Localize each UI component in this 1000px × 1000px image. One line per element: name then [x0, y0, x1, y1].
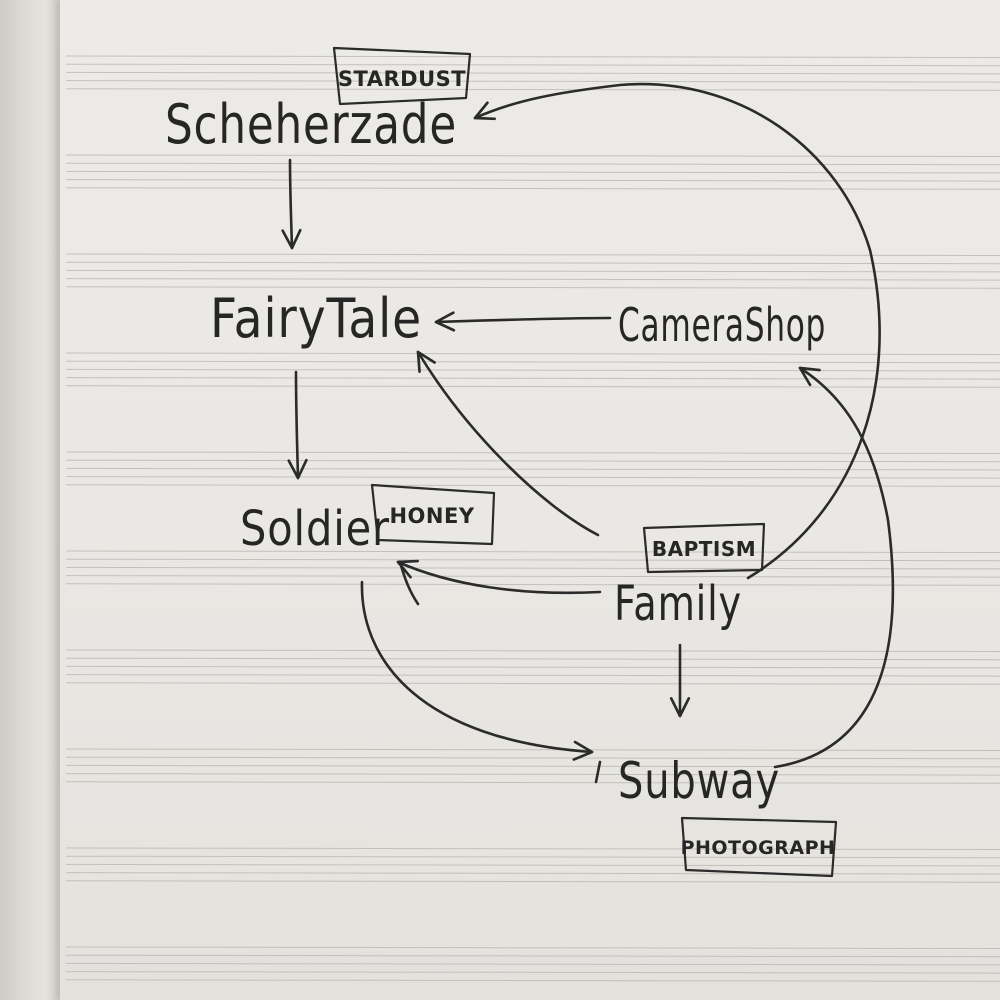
staff-line: [65, 583, 1000, 586]
staff-line: [65, 261, 1000, 265]
tag-box-scheherzade: [332, 46, 472, 106]
staff-line: [65, 170, 1000, 174]
staff-line: [65, 665, 1000, 669]
staff-line: [65, 80, 1000, 83]
edge-subway-to-camera-shop: [773, 366, 895, 769]
staff-line: [65, 467, 1000, 471]
edge-family-to-fairytale: [416, 350, 600, 537]
staff-line: [65, 360, 1000, 364]
tag-label-scheherzade: STARDUST: [338, 67, 466, 91]
staff-line: [65, 855, 1000, 859]
staff-line: [65, 558, 1000, 562]
tag-label-soldier: HONEY: [389, 504, 474, 528]
edge-family-to-scheherzade: [473, 82, 881, 580]
staff-line: [65, 459, 1000, 463]
staff-line: [65, 781, 1000, 784]
staff-line: [65, 385, 1000, 388]
node-label-soldier: Soldier: [240, 501, 390, 557]
staff-line: [65, 88, 1000, 91]
tag-label-family: BAPTISM: [652, 537, 756, 561]
staff-line: [65, 566, 1000, 570]
staff-line: [65, 550, 1000, 553]
staff-line: [65, 946, 1000, 949]
node-label-camera-shop: CameraShop: [618, 298, 826, 352]
node-label-subway: Subway: [618, 752, 780, 810]
staff-line: [65, 847, 1000, 850]
staff-line: [65, 674, 1000, 677]
node-label-scheherzade: Scheherzade: [165, 93, 457, 156]
staff-line: [65, 971, 1000, 974]
staff-line: [65, 863, 1000, 867]
staff-line: [65, 377, 1000, 380]
edge-soldier-tick: [398, 560, 420, 606]
edge-camera-shop-to-fairytale: [434, 311, 612, 332]
tag-box-soldier: [370, 483, 496, 546]
node-label-family: Family: [614, 576, 742, 632]
edge-fairytale-to-soldier: [287, 370, 308, 480]
staff-line: [65, 764, 1000, 768]
staff-line: [65, 278, 1000, 281]
staff-line: [65, 162, 1000, 166]
edge-soldier-to-subway: [360, 580, 594, 761]
edge-subway-tick: [594, 760, 602, 784]
staff-line: [65, 71, 1000, 75]
staff-line: [65, 63, 1000, 67]
staff-line: [65, 187, 1000, 190]
tag-box-subway: [680, 816, 838, 878]
staff-line: [65, 269, 1000, 273]
staff-line: [65, 756, 1000, 760]
staff-line: [65, 55, 1000, 58]
staff-line: [65, 253, 1000, 256]
staff-line: [65, 649, 1000, 652]
staff-line: [65, 748, 1000, 751]
edge-family-to-soldier: [396, 559, 602, 595]
notebook-page: [60, 0, 1000, 1000]
staff-line: [65, 286, 1000, 289]
staff-line: [65, 954, 1000, 958]
staff-line: [65, 368, 1000, 372]
staff-line: [65, 352, 1000, 355]
edge-scheherzade-to-fairytale: [281, 158, 302, 250]
staff-line: [65, 484, 1000, 487]
staff-line: [65, 872, 1000, 875]
staff-line: [65, 179, 1000, 182]
staff-line: [65, 575, 1000, 578]
staff-line: [65, 962, 1000, 966]
staff-line: [65, 657, 1000, 661]
node-label-fairytale: FairyTale: [210, 287, 422, 350]
staff-line: [65, 451, 1000, 454]
staff-line: [65, 979, 1000, 982]
staff-line: [65, 880, 1000, 883]
tag-box-family: [642, 522, 766, 574]
staff-line: [65, 773, 1000, 776]
tag-label-subway: PHOTOGRAPH: [681, 837, 836, 859]
staff-line: [65, 154, 1000, 157]
staff-line: [65, 682, 1000, 685]
